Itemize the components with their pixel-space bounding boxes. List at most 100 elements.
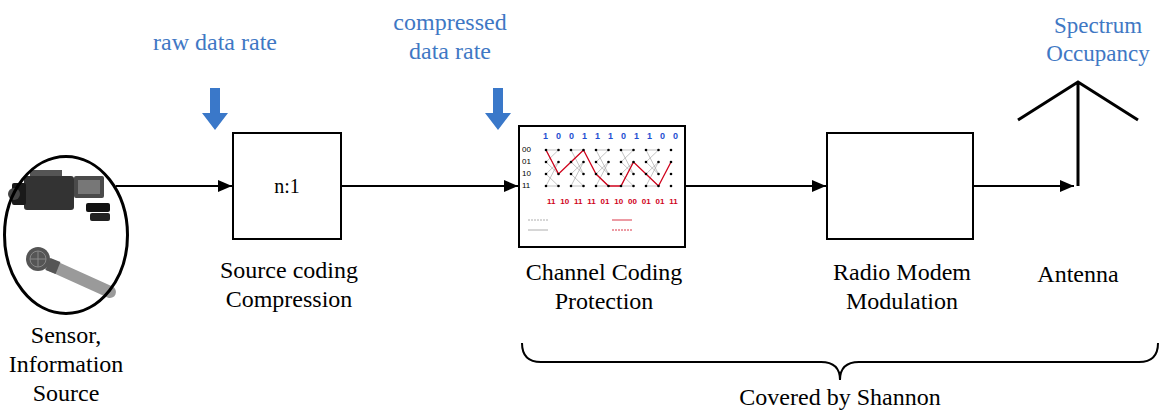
- trellis-illustration: [621, 150, 634, 186]
- circle-outline: [3, 155, 129, 315]
- spectrum-label: Spectrum Occupancy: [1038, 12, 1158, 67]
- state-label: 10: [522, 169, 531, 179]
- microphone-illustration: [26, 247, 50, 271]
- trellis-illustration: [582, 161, 585, 164]
- process-box: Radio Modem Modulation: [826, 132, 974, 240]
- trellis-illustration: [595, 149, 598, 152]
- node-caption: Antenna: [1018, 260, 1138, 289]
- flow-arrow: [974, 185, 1074, 187]
- output-bits: 11 10 11 11 01 10 00 01 01 11: [547, 197, 678, 207]
- trellis-illustration: [670, 173, 673, 176]
- trellis-illustration: [557, 149, 560, 152]
- trellis-illustration: [607, 185, 610, 188]
- trellis-illustration: [557, 173, 560, 176]
- trellis-illustration: [570, 173, 573, 176]
- process-box: Channel Coding Protection: [518, 125, 686, 248]
- camera-illustration: [78, 180, 100, 194]
- trellis-illustration: [620, 161, 623, 164]
- trellis-illustration: [545, 161, 548, 164]
- source-circle: Sensor, Information Source: [3, 155, 129, 315]
- trellis-illustration: [545, 149, 548, 152]
- circle-outline: [5, 157, 128, 314]
- camera-illustration: [90, 213, 110, 221]
- microphone-illustration: [38, 251, 39, 267]
- node-caption: Source coding Compression: [199, 256, 379, 314]
- trellis-illustration: [657, 173, 660, 176]
- trellis-illustration: [582, 173, 585, 176]
- trellis-illustration: [557, 161, 560, 164]
- trellis-illustration: [612, 230, 632, 231]
- trellis-illustration: [670, 149, 673, 152]
- trellis-illustration: [657, 185, 660, 188]
- trellis-illustration: [570, 161, 573, 164]
- state-label: 11: [522, 181, 530, 191]
- trellis-illustration: [545, 185, 548, 188]
- curly-bracket: [522, 343, 1158, 380]
- trellis-illustration: [632, 173, 635, 176]
- flow-arrow: [116, 185, 232, 187]
- trellis-illustration: [645, 185, 648, 188]
- trellis-illustration: [582, 185, 585, 188]
- camera-illustration: [24, 176, 74, 210]
- trellis-illustration: [612, 220, 632, 221]
- microphone-illustration: [48, 264, 58, 268]
- trellis-illustration: [645, 149, 648, 152]
- microphone-illustration: [48, 264, 110, 292]
- trellis-illustration: [670, 185, 673, 188]
- trellis-illustration: [557, 185, 560, 188]
- camera-illustration: [74, 176, 104, 198]
- trellis-illustration: [570, 185, 573, 188]
- rate-label: compressed data rate: [380, 8, 520, 66]
- state-label: 00: [522, 145, 531, 155]
- trellis-illustration: [546, 150, 671, 186]
- data-rate-arrow: [202, 88, 511, 130]
- bracket-label: Covered by Shannon: [690, 383, 990, 412]
- node-caption: Sensor, Information Source: [3, 321, 129, 407]
- microphone-illustration: [30, 251, 46, 267]
- trellis-illustration: [582, 149, 585, 152]
- trellis-illustration: [546, 150, 559, 186]
- trellis-illustration: [632, 185, 635, 188]
- trellis-illustration: [595, 173, 598, 176]
- flow-arrow: [342, 185, 518, 187]
- trellis-illustration: [607, 173, 610, 176]
- process-box: n:1Source coding Compression: [232, 132, 342, 240]
- trellis-illustration: [657, 149, 660, 152]
- antenna-symbol: [1074, 80, 1082, 188]
- trellis-illustration: [545, 149, 673, 188]
- rate-label: raw data rate: [148, 28, 282, 57]
- antenna-symbol: [1018, 82, 1138, 186]
- trellis-illustration: [595, 161, 598, 164]
- trellis-illustration: [657, 161, 660, 164]
- state-label: 01: [522, 157, 531, 167]
- trellis-illustration: [545, 173, 548, 176]
- input-bits: 1 0 0 1 1 1 0 1 1 0 0: [543, 131, 678, 142]
- camera-illustration: [30, 170, 62, 176]
- node-caption: Radio Modem Modulation: [817, 258, 987, 316]
- antenna-symbol: Antenna: [1074, 80, 1082, 188]
- data-rate-arrow: [485, 88, 511, 130]
- trellis-illustration: [528, 149, 672, 230]
- trellis-illustration: [645, 173, 648, 176]
- trellis-illustration: [570, 149, 573, 152]
- trellis-illustration: [632, 161, 635, 164]
- trellis-illustration: [645, 161, 648, 164]
- trellis-illustration: [528, 220, 548, 221]
- microphone-illustration: [26, 247, 110, 292]
- camera-illustration: [86, 203, 110, 212]
- trellis-illustration: [620, 185, 623, 188]
- trellis-illustration: [528, 220, 632, 230]
- trellis-illustration: [620, 149, 623, 152]
- trellis-illustration: [607, 161, 610, 164]
- ratio-text: n:1: [234, 134, 340, 238]
- data-rate-arrow: [202, 88, 228, 130]
- flow-arrow: [686, 185, 826, 187]
- trellis-illustration: [632, 149, 635, 152]
- trellis-illustration: [528, 230, 548, 231]
- trellis-illustration: [595, 185, 598, 188]
- trellis-illustration: [620, 173, 623, 176]
- node-caption: Channel Coding Protection: [504, 258, 704, 316]
